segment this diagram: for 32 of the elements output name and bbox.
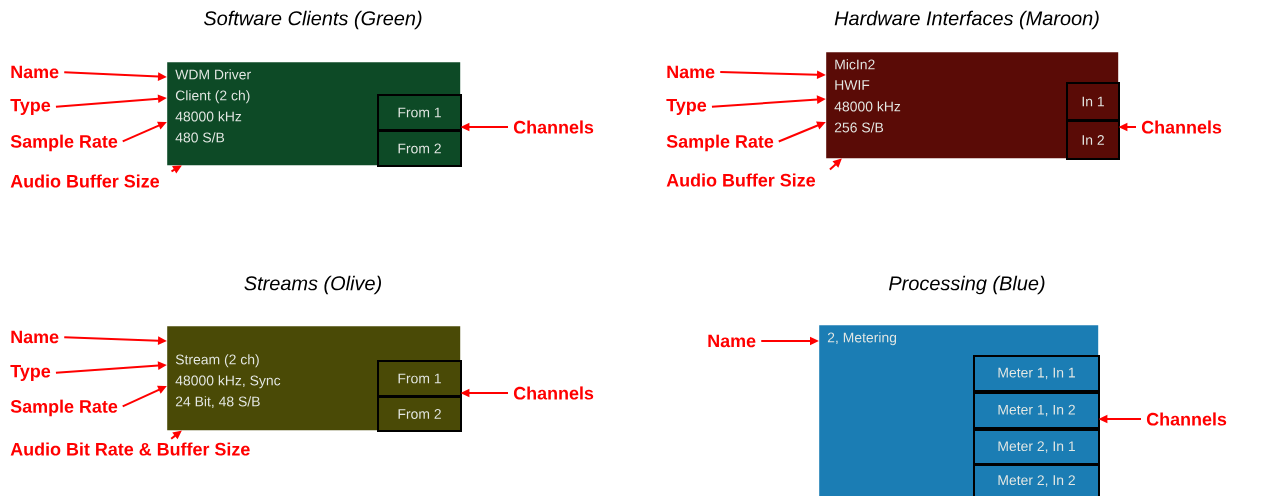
callout-label: Sample Rate [10, 134, 118, 152]
panel-title: Processing (Blue) [889, 275, 1045, 295]
callout-label: Audio Buffer Size [666, 173, 816, 187]
callout-label: Sample Rate [10, 399, 118, 417]
callout-label: Channels [1141, 120, 1222, 134]
channel-box: In 1 [1066, 82, 1120, 121]
callout-label: Sample Rate [666, 134, 774, 152]
callout-label: Type [666, 98, 707, 115]
channel-box: Meter 2, In 2 [973, 464, 1100, 496]
panel-title: Streams (Olive) [244, 275, 381, 295]
channel-box: From 1 [377, 360, 462, 397]
callout-label: Type [10, 364, 51, 381]
callout-label: Audio Buffer Size [10, 174, 160, 188]
channel-box: In 2 [1066, 120, 1120, 160]
channel-box: Meter 2, In 1 [973, 429, 1100, 465]
callout-label: Type [10, 98, 51, 115]
callout-label: Name [11, 330, 59, 344]
channel-box: From 2 [377, 396, 462, 432]
channel-box: From 2 [377, 130, 462, 167]
callout-label: Audio Bit Rate & Buffer Size [10, 442, 250, 456]
callout-label: Name [11, 65, 59, 79]
channel-box: Meter 1, In 2 [973, 392, 1100, 429]
panel-title: Hardware Interfaces (Maroon) [834, 10, 1099, 30]
channel-box: From 1 [377, 94, 462, 131]
channel-box: Meter 1, In 1 [973, 355, 1100, 392]
arrow [170, 430, 182, 440]
callout-label: Channels [513, 386, 594, 400]
panel-title: Software Clients (Green) [203, 10, 422, 30]
callout-label: Name [708, 334, 756, 348]
callout-label: Channels [1146, 412, 1227, 426]
callout-label: Name [667, 65, 715, 79]
callout-label: Channels [513, 120, 594, 134]
